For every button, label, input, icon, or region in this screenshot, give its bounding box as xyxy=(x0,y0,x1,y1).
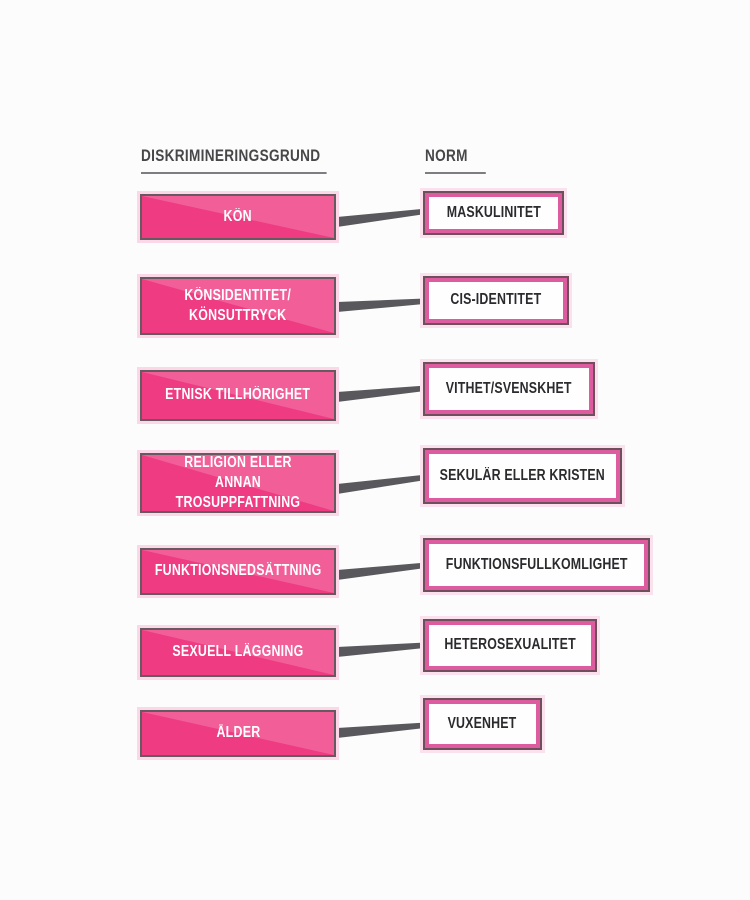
connector-line xyxy=(337,298,428,312)
column-header-diskrimineringsgrund: DISKRIMINERINGSGRUND xyxy=(141,146,327,174)
ground-box-kon: KÖN xyxy=(140,194,336,240)
connector-line xyxy=(337,722,428,738)
norm-box-maskulinitet: MASKULINITET xyxy=(425,193,562,233)
norm-box-funktionsfullkomlighet: FUNKTIONSFULLKOMLIGHET xyxy=(425,540,648,590)
connector-line xyxy=(337,208,428,227)
norm-label: CIS-IDENTITET xyxy=(450,291,542,309)
norm-label: FUNKTIONSFULLKOMLIGHET xyxy=(445,555,628,573)
norm-box-vuxenhet: VUXENHET xyxy=(425,700,540,748)
ground-box-konsidentitet: KÖNSIDENTITET/ KÖNSUTTRYCK xyxy=(140,277,336,335)
norm-box-cis-identitet: CIS-IDENTITET xyxy=(425,278,567,323)
norm-box-sekular-eller-kristen: SEKULÄR ELLER KRISTEN xyxy=(425,450,620,502)
connector-line xyxy=(337,474,428,494)
norm-box-heterosexualitet: HETEROSEXUALITET xyxy=(425,621,595,670)
ground-label: RELIGION ELLER ANNAN TROSUPPFATTNING xyxy=(175,453,301,512)
ground-label: KÖN xyxy=(223,207,253,225)
ground-box-religion: RELIGION ELLER ANNAN TROSUPPFATTNING xyxy=(140,453,336,513)
ground-box-alder: ÅLDER xyxy=(140,710,336,757)
norm-label: VUXENHET xyxy=(448,714,517,732)
norm-box-vithet-svenskhet: VITHET/SVENSKHET xyxy=(425,364,593,414)
ground-label: FUNKTIONSNEDSÄTTNING xyxy=(154,562,322,580)
connector-line xyxy=(337,562,428,580)
norm-label: MASKULINITET xyxy=(446,203,541,221)
norm-label: HETEROSEXUALITET xyxy=(444,636,576,654)
ground-label: ETNISK TILLHÖRIGHET xyxy=(165,386,311,404)
column-header-norm: NORM xyxy=(425,146,486,174)
ground-label: ÅLDER xyxy=(216,724,260,742)
ground-box-sexuell-laggning: SEXUELL LÄGGNING xyxy=(140,628,336,677)
ground-box-etnisk-tillhorighet: ETNISK TILLHÖRIGHET xyxy=(140,370,336,421)
norm-label: VITHET/SVENSKHET xyxy=(446,379,572,397)
norm-label: SEKULÄR ELLER KRISTEN xyxy=(439,466,606,484)
ground-box-funktionsnedsattning: FUNKTIONSNEDSÄTTNING xyxy=(140,548,336,595)
connector-line xyxy=(337,385,428,402)
ground-label: SEXUELL LÄGGNING xyxy=(172,643,304,661)
connector-line xyxy=(337,642,428,657)
ground-label: KÖNSIDENTITET/ KÖNSUTTRYCK xyxy=(184,286,292,324)
